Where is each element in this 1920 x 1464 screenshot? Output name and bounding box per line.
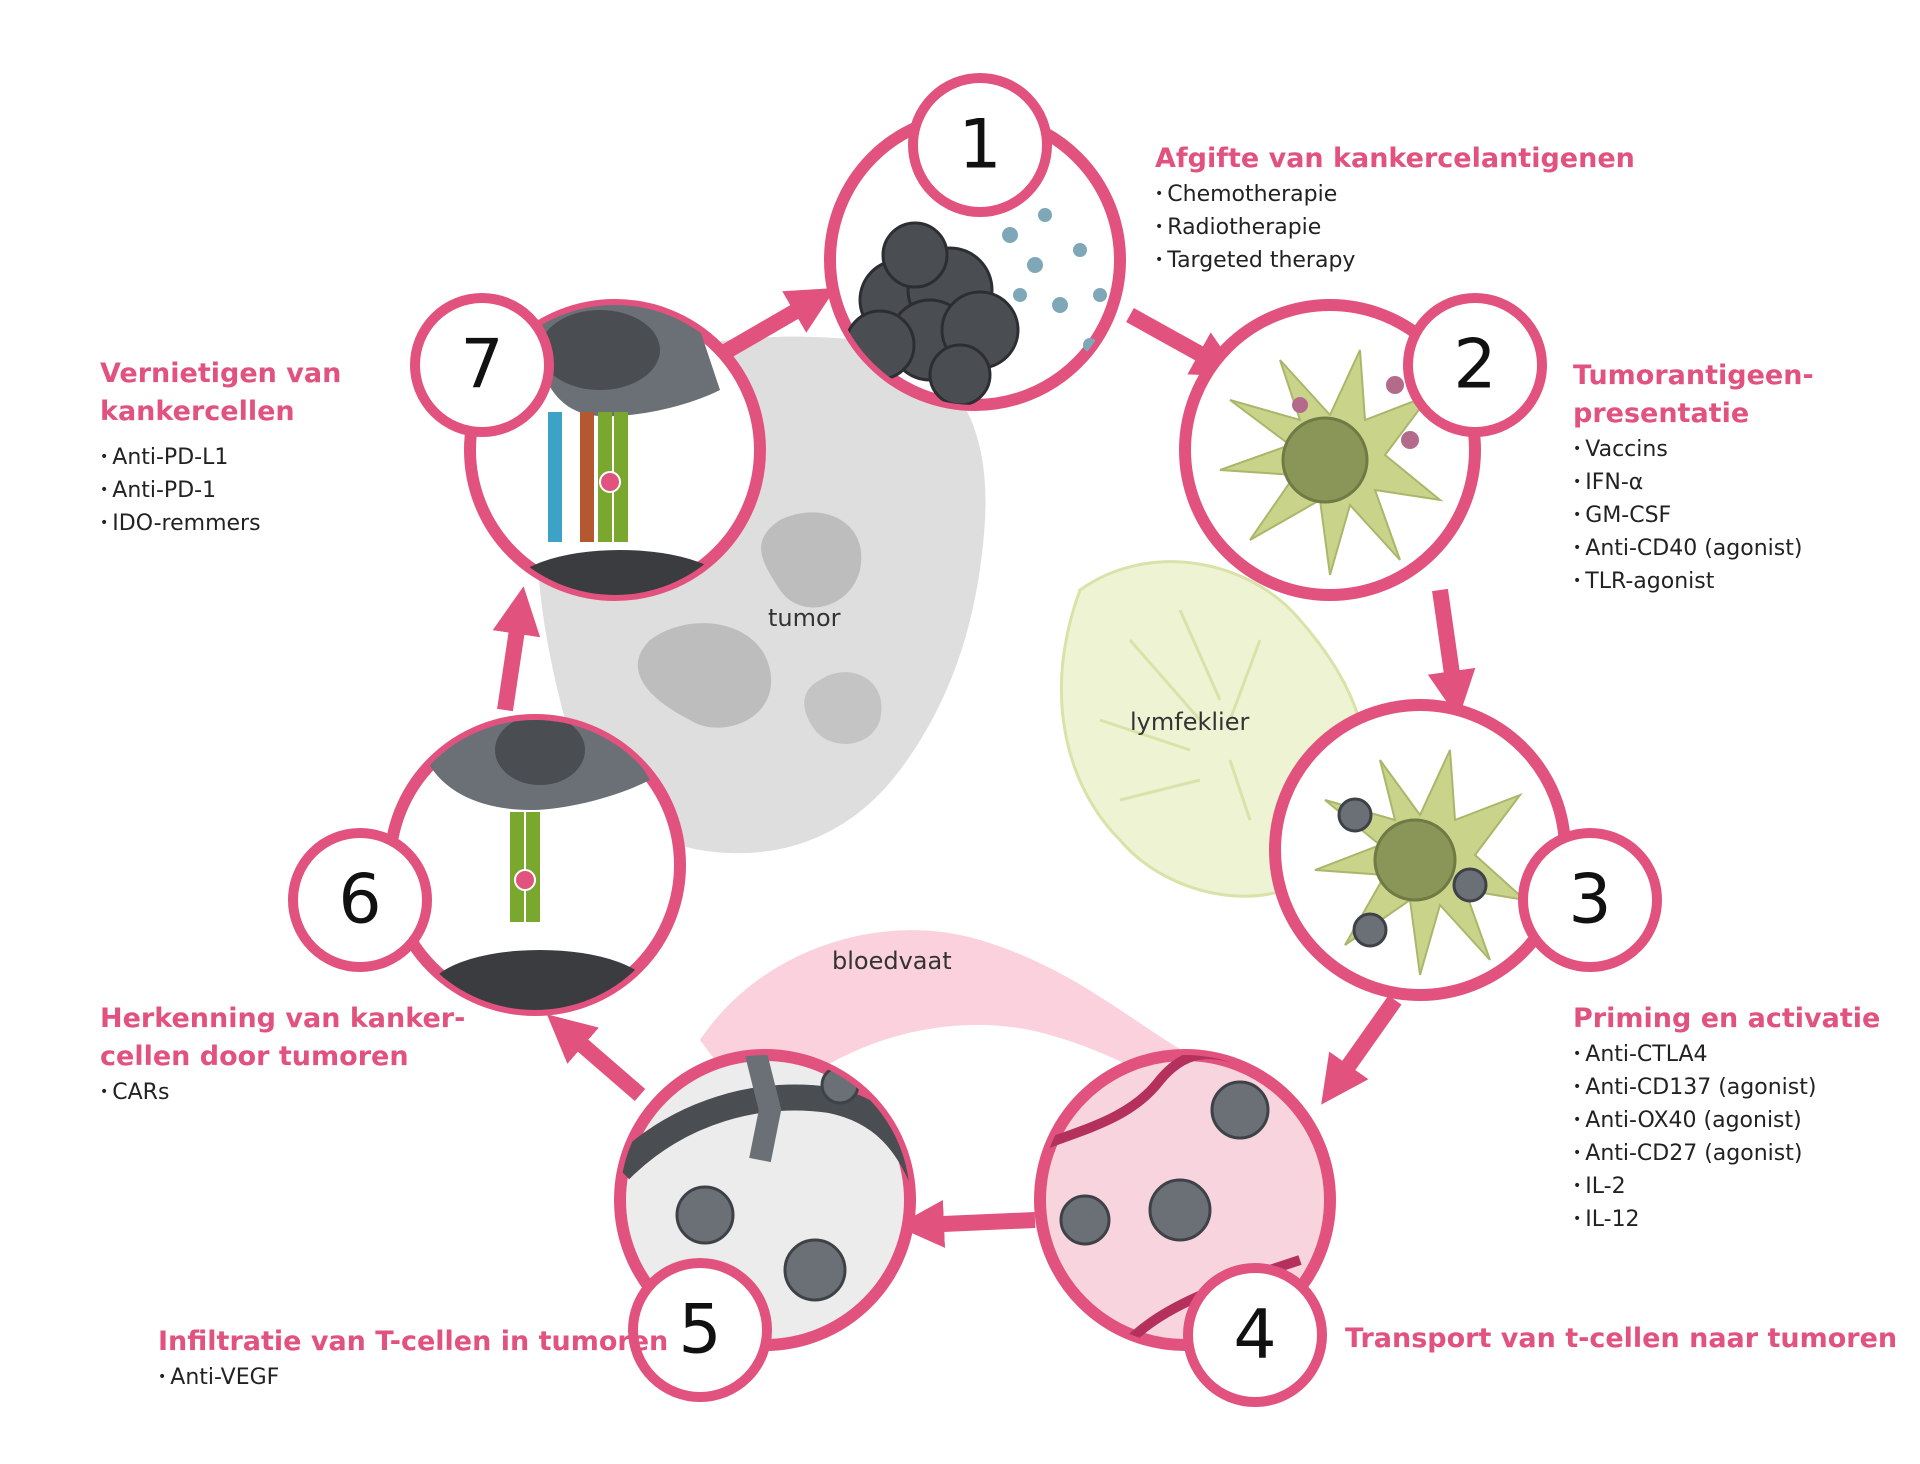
step-3-title: Priming en activatie: [1573, 1003, 1881, 1034]
cycle-arrows: [492, 287, 1476, 1248]
step-6-circle: [384, 714, 686, 1016]
tumor-cell-cluster: [844, 221, 1020, 405]
therapy-item: IL-2: [1573, 1170, 1880, 1203]
t-cell-receptor: [510, 812, 540, 922]
step-4-title: Transport van t-cellen naar tumoren: [1345, 1323, 1898, 1354]
step-3-number: 3: [1568, 861, 1611, 940]
step-7-text: Vernietigen van kankercellen Anti-PD-L1 …: [100, 355, 341, 540]
blood-vessel-region: [700, 930, 1260, 1140]
step-6-therapy-list: CARs: [100, 1076, 465, 1109]
therapy-item: Anti-CD137 (agonist): [1573, 1071, 1880, 1104]
step-7-number: 7: [460, 326, 503, 405]
step-2-number-badge: 2: [1403, 293, 1547, 437]
therapy-item: GM-CSF: [1573, 499, 1814, 532]
step-1-title: Afgifte van kankercelantigenen: [1155, 143, 1635, 174]
therapy-item: Radiotherapie: [1155, 211, 1635, 244]
step-1-text: Afgifte van kankercelantigenen Chemother…: [1155, 140, 1635, 277]
step-5-therapy-list: Anti-VEGF: [158, 1361, 668, 1394]
receptor-complex: [548, 412, 628, 542]
step-4-number-badge: 4: [1183, 1263, 1327, 1407]
therapy-item: IFN-α: [1573, 466, 1814, 499]
step-2-number: 2: [1453, 326, 1496, 405]
therapy-item: TLR-agonist: [1573, 565, 1814, 598]
therapy-item: Anti-CD27 (agonist): [1573, 1137, 1880, 1170]
therapy-item: IL-12: [1573, 1203, 1880, 1236]
therapy-item: Anti-VEGF: [158, 1361, 668, 1394]
therapy-item: IDO-remmers: [100, 507, 341, 540]
lymph-node-label: lymfeklier: [1130, 708, 1250, 736]
blood-vessel-label: bloedvaat: [832, 947, 952, 975]
therapy-item: Anti-CD40 (agonist): [1573, 532, 1814, 565]
step-2-title: Tumorantigeen- presentatie: [1573, 360, 1814, 429]
step-6-number: 6: [338, 861, 381, 940]
step-2-text: Tumorantigeen- presentatie Vaccins IFN-α…: [1573, 357, 1814, 598]
step-7-title: Vernietigen van kankercellen: [100, 358, 342, 427]
therapy-item: Anti-OX40 (agonist): [1573, 1104, 1880, 1137]
therapy-item: Anti-PD-1: [100, 474, 341, 507]
step-1-therapy-list: Chemotherapie Radiotherapie Targeted the…: [1155, 178, 1635, 277]
therapy-item: Anti-PD-L1: [100, 441, 341, 474]
step-4-number: 4: [1233, 1296, 1276, 1375]
step-7-therapy-list: Anti-PD-L1 Anti-PD-1 IDO-remmers: [100, 441, 341, 540]
step-3-therapy-list: Anti-CTLA4 Anti-CD137 (agonist) Anti-OX4…: [1573, 1038, 1880, 1236]
step-3-circle: [1269, 699, 1571, 1001]
therapy-item: Anti-CTLA4: [1573, 1038, 1880, 1071]
t-cells: [1059, 1080, 1270, 1246]
step-5-number: 5: [678, 1291, 721, 1370]
therapy-item: Chemotherapie: [1155, 178, 1635, 211]
dendritic-cell: [1219, 349, 1444, 576]
t-cells: [1337, 797, 1488, 948]
step-1-number-badge: 1: [908, 73, 1052, 217]
step-3-text: Priming en activatie Anti-CTLA4 Anti-CD1…: [1573, 1000, 1880, 1236]
step-1-number: 1: [958, 106, 1001, 185]
step-6-text: Herkenning van kanker- cellen door tumor…: [100, 1000, 465, 1109]
step-6-number-badge: 6: [288, 828, 432, 972]
t-cells: [675, 1065, 860, 1302]
therapy-item: CARs: [100, 1076, 465, 1109]
step-4-text: Transport van t-cellen naar tumoren: [1345, 1320, 1897, 1358]
step-6-title: Herkenning van kanker- cellen door tumor…: [100, 1003, 466, 1072]
tumor-label: tumor: [768, 604, 841, 632]
antigen-particles: [1002, 208, 1107, 352]
therapy-item: Vaccins: [1573, 433, 1814, 466]
step-5-title: Infiltratie van T-cellen in tumoren: [158, 1326, 669, 1357]
step-2-circle: [1179, 299, 1481, 601]
step-5-text: Infiltratie van T-cellen in tumoren Anti…: [158, 1323, 668, 1394]
therapy-item: Targeted therapy: [1155, 244, 1635, 277]
step-3-number-badge: 3: [1518, 828, 1662, 972]
step-2-therapy-list: Vaccins IFN-α GM-CSF Anti-CD40 (agonist)…: [1573, 433, 1814, 598]
step-7-number-badge: 7: [410, 293, 554, 437]
